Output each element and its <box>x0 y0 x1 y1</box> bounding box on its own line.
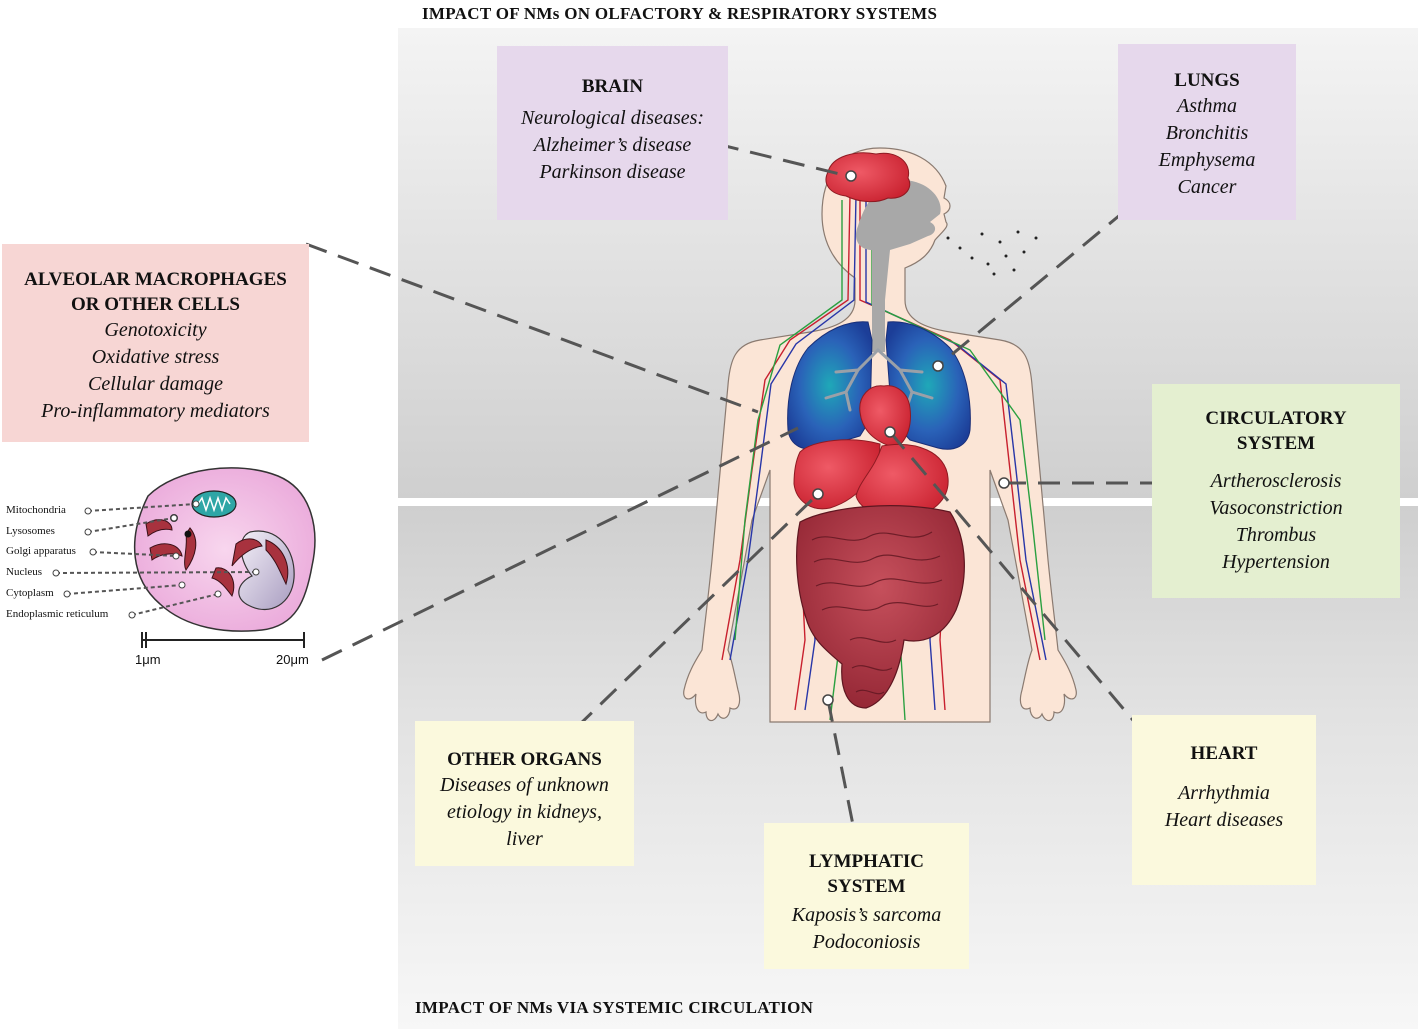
alveolar-title-line: ALVEOLAR MACROPHAGES <box>24 269 287 290</box>
cell-leader-endpoints <box>52 500 260 619</box>
nanomaterial-particles <box>946 230 1038 276</box>
circulatory-title-line: CIRCULATORY <box>1205 408 1347 429</box>
lungs-item: Bronchitis <box>1165 122 1249 144</box>
lungs-title: LUNGS <box>1174 70 1240 91</box>
brain <box>825 152 911 203</box>
other-organs-title: OTHER ORGANS <box>447 749 602 770</box>
cell-label-mitochondria: Mitochondria <box>6 504 66 516</box>
airway <box>855 180 941 352</box>
cell-label-cytoplasm: Cytoplasm <box>6 587 54 599</box>
bronchi <box>824 348 934 412</box>
circulatory-system-box: CIRCULATORY SYSTEM Artherosclerosis Vaso… <box>1152 384 1400 598</box>
circulatory-item: Thrombus <box>1235 524 1317 546</box>
other-organs-item: Diseases of unknown <box>440 774 609 796</box>
circulatory-item: Hypertension <box>1222 551 1330 573</box>
brain-item: Alzheimer’s disease <box>533 134 692 156</box>
brain-item: Parkinson disease <box>539 161 686 183</box>
scale-label-start: 1μm <box>135 652 161 667</box>
scale-label-end: 20μm <box>276 652 309 667</box>
connector-lines <box>305 142 1170 841</box>
mitochondria-shape <box>191 490 237 518</box>
lungs-item: Emphysema <box>1158 149 1256 171</box>
alveolar-item: Cellular damage <box>88 373 223 395</box>
bottom-heading: IMPACT OF NMs VIA SYSTEMIC CIRCULATION <box>415 998 814 1017</box>
other-organs-box: OTHER ORGANS Diseases of unknown etiolog… <box>415 721 634 866</box>
circulatory-item: Vasoconstriction <box>1209 497 1343 519</box>
brain-title: BRAIN <box>581 76 644 97</box>
cell-label-golgi-apparatus: Golgi apparatus <box>6 545 76 557</box>
lungs-item: Asthma <box>1177 95 1237 117</box>
cell-label-lysosomes: Lysosomes <box>6 525 55 537</box>
lungs-box: LUNGS Asthma Bronchitis Emphysema Cancer <box>1118 44 1296 220</box>
lymphatic-system-box: LYMPHATIC SYSTEM Kaposis’s sarcoma Podoc… <box>764 823 969 969</box>
intestines <box>796 505 965 709</box>
scale-bar <box>141 632 305 648</box>
macrophage-cell <box>133 467 316 632</box>
lymphatic-title-line: LYMPHATIC <box>808 851 925 872</box>
alveolar-item: Pro-inflammatory mediators <box>41 400 270 422</box>
cell-label-nucleus: Nucleus <box>6 566 43 578</box>
brain-box: BRAIN Neurological diseases: Alzheimer’s… <box>497 46 728 220</box>
lymphatic-item: Podoconiosis <box>812 931 921 953</box>
lungs-item: Cancer <box>1177 176 1237 198</box>
alveolar-item: Genotoxicity <box>104 319 207 341</box>
brain-item: Neurological diseases: <box>520 107 705 129</box>
lymphatic-title-line: SYSTEM <box>827 876 906 897</box>
top-heading: IMPACT OF NMs ON OLFACTORY & RESPIRATORY… <box>422 4 938 23</box>
cell-leader-lines <box>55 503 257 616</box>
lymphatic-item: Kaposis’s sarcoma <box>791 904 942 926</box>
heart-item: Heart diseases <box>1164 809 1284 831</box>
cell-label-endoplasmic-reticulum: Endoplasmic reticulum <box>6 608 109 620</box>
alveolar-title-line: OR OTHER CELLS <box>71 294 240 315</box>
alveolar-item: Oxidative stress <box>91 346 220 368</box>
heart-title: HEART <box>1190 743 1258 764</box>
other-organs-item: etiology in kidneys, <box>447 801 602 823</box>
heart-item: Arrhythmia <box>1178 782 1270 804</box>
heart-box: HEART Arrhythmia Heart diseases <box>1132 715 1316 885</box>
circulatory-item: Artherosclerosis <box>1210 470 1342 492</box>
alveolar-macrophages-box: ALVEOLAR MACROPHAGES OR OTHER CELLS Geno… <box>2 244 309 442</box>
circulatory-title-line: SYSTEM <box>1236 433 1316 454</box>
other-organs-item: liver <box>506 828 543 850</box>
